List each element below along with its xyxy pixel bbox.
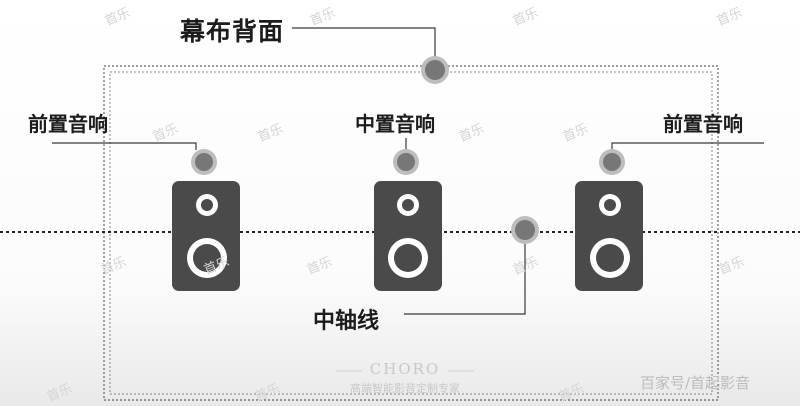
label-center-axis: 中轴线 bbox=[313, 309, 380, 334]
label-center-speaker: 中置音响 bbox=[355, 112, 435, 136]
leader-screen bbox=[292, 27, 436, 58]
leader-front-right bbox=[611, 142, 764, 150]
marker-screen bbox=[421, 56, 449, 84]
marker-front-right bbox=[599, 149, 625, 175]
brand-tagline: 高端智能影音定制专家 bbox=[350, 382, 460, 395]
corner-watermark: 百家号/首起影音 bbox=[640, 374, 751, 392]
leader-front-left bbox=[52, 142, 197, 150]
room-outline-inner bbox=[109, 71, 713, 395]
marker-center-axis bbox=[511, 216, 539, 244]
marker-center bbox=[393, 149, 419, 175]
label-front-left-speaker: 前置音响 bbox=[28, 112, 108, 136]
marker-front-left bbox=[191, 149, 217, 175]
speaker-front-left-icon bbox=[172, 181, 240, 291]
brand-watermark: CHORO 高端智能影音定制专家 bbox=[330, 360, 480, 396]
label-front-right-speaker: 前置音响 bbox=[663, 112, 743, 136]
leader-axis bbox=[404, 244, 526, 315]
label-screen-back: 幕布背面 bbox=[180, 17, 285, 46]
brand-name: CHORO bbox=[369, 360, 441, 378]
speaker-front-right-icon bbox=[575, 181, 643, 291]
speaker-center-icon bbox=[374, 181, 442, 291]
